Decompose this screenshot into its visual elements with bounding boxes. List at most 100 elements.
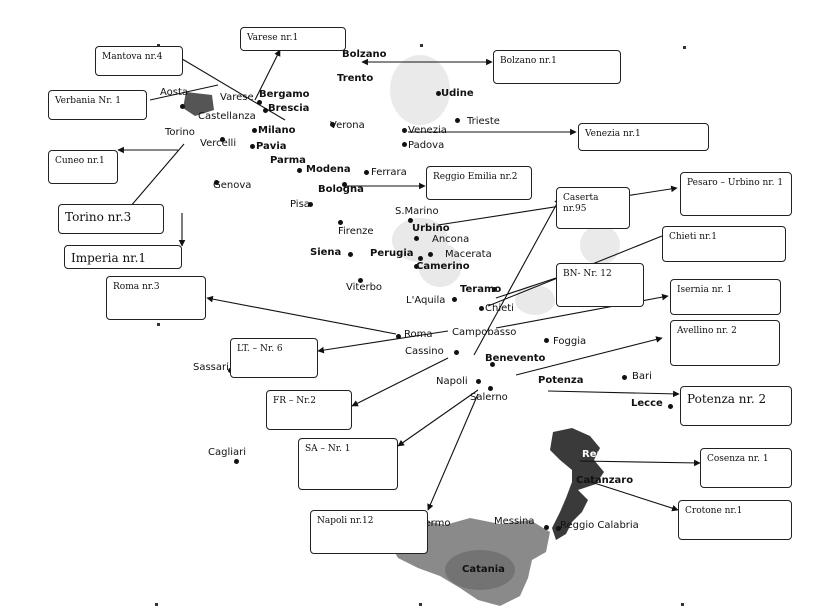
box-venezia: Venezia nr.1: [578, 123, 709, 151]
box-lt: LT. – Nr. 6: [230, 338, 318, 378]
box-roma: Roma nr.3: [106, 276, 206, 320]
city-label-sassari: Sassari: [193, 362, 229, 373]
corner-mark: [157, 323, 160, 326]
city-label-salerno: Salerno: [470, 392, 508, 403]
city-label-benevento: Benevento: [485, 353, 546, 364]
city-dot: [250, 144, 255, 149]
city-dot: [454, 350, 459, 355]
city-label-potenza: Potenza: [538, 375, 584, 386]
city-dot: [358, 278, 363, 283]
city-dot: [488, 386, 493, 391]
box-crotone: Crotone nr.1: [678, 500, 792, 540]
city-label-parma: Parma: [270, 155, 306, 166]
city-dot: [338, 220, 343, 225]
city-label-laquila: L'Aquila: [406, 295, 446, 306]
box-pesaro-urbino: Pesaro – Urbino nr. 1: [680, 172, 792, 216]
city-label-camerino: Camerino: [416, 261, 470, 272]
city-dot: [476, 379, 481, 384]
corner-mark: [683, 46, 686, 49]
city-label-roma: Roma: [404, 329, 433, 340]
city-label-bergamo: Bergamo: [259, 89, 310, 100]
city-label-napoli: Napoli: [436, 376, 468, 387]
city-label-bologna: Bologna: [318, 184, 364, 195]
city-label-viterbo: Viterbo: [346, 282, 383, 293]
box-potenza: Potenza nr. 2: [680, 386, 792, 426]
city-label-verona: Verona: [330, 120, 365, 131]
city-label-firenze: Firenze: [338, 226, 374, 237]
city-label-aosta: Aosta: [160, 87, 189, 98]
box-bn: BN- Nr. 12: [556, 263, 644, 307]
city-dot: [452, 297, 457, 302]
city-dot: [414, 264, 419, 269]
city-dot: [402, 128, 407, 133]
city-label-cassino: Cassino: [405, 346, 444, 357]
city-label-bolzano: Bolzano: [342, 49, 387, 60]
box-varese: Varese nr.1: [240, 27, 346, 51]
city-dot: [402, 142, 407, 147]
city-label-bari: Bari: [632, 371, 652, 382]
box-cuneo: Cuneo nr.1: [48, 150, 118, 184]
city-label-urbino: Urbino: [412, 223, 450, 234]
city-dot: [180, 104, 185, 109]
city-dot: [455, 118, 460, 123]
city-dot: [257, 100, 262, 105]
city-dot: [544, 338, 549, 343]
city-label-chieti: Chieti: [485, 303, 514, 314]
city-label-perugia: Perugia: [370, 248, 414, 259]
box-imperia: Imperia nr.1: [64, 245, 182, 269]
city-label-palermo: Palermo: [410, 518, 451, 529]
city-dot: [479, 306, 484, 311]
box-verbania: Verbania Nr. 1: [48, 90, 147, 120]
city-label-vercelli: Vercelli: [200, 138, 237, 149]
calabria-region: [550, 428, 604, 540]
box-mantova: Mantova nr.4: [95, 46, 183, 76]
city-label-trento: Trento: [337, 73, 374, 84]
city-label-modena: Modena: [306, 164, 351, 175]
city-dot: [252, 128, 257, 133]
city-dot: [348, 252, 353, 257]
box-fr: FR – Nr.2: [266, 390, 352, 430]
city-dot: [490, 362, 495, 367]
corner-mark: [155, 603, 158, 606]
city-label-messina: Messina: [494, 516, 535, 527]
city-label-ferrara: Ferrara: [371, 167, 407, 178]
city-dot: [492, 287, 497, 292]
city-label-cagliari: Cagliari: [208, 447, 247, 458]
city-label-rende: Rende: [582, 449, 618, 460]
city-dot: [214, 180, 219, 185]
city-label-campobasso: Campobasso: [452, 327, 517, 338]
connector-lines: [117, 49, 701, 512]
city-dot: [544, 525, 549, 530]
box-bolzano: Bolzano nr.1: [493, 50, 621, 84]
city-label-catania: Catania: [462, 564, 505, 575]
city-label-trieste: Trieste: [467, 116, 500, 127]
city-label-foggia: Foggia: [553, 336, 587, 347]
city-label-udine: Udine: [441, 88, 474, 99]
city-label-catanzaro: Catanzaro: [576, 475, 634, 486]
city-dot: [396, 334, 401, 339]
city-dot: [414, 236, 419, 241]
box-caserta: Caserta nr.95: [556, 187, 630, 229]
city-label-macerata: Macerata: [445, 249, 492, 260]
city-dot: [622, 375, 627, 380]
city-label-varese: Varese: [220, 92, 254, 103]
city-label-smarino: S.Marino: [395, 206, 439, 217]
city-dot: [263, 108, 268, 113]
map-shading: [390, 55, 620, 315]
city-dot: [668, 404, 673, 409]
city-label-siena: Siena: [310, 247, 342, 258]
box-avellino: Avellino nr. 2: [670, 320, 780, 366]
corner-mark: [681, 603, 684, 606]
box-cosenza: Cosenza nr. 1: [700, 448, 792, 488]
corner-mark: [419, 603, 422, 606]
city-label-teramo: Teramo: [460, 284, 502, 295]
city-label-padova: Padova: [408, 140, 445, 151]
city-dot: [428, 252, 433, 257]
aosta-region: [183, 92, 214, 116]
city-dot: [308, 202, 313, 207]
city-label-ancona: Ancona: [432, 234, 470, 245]
box-torino: Torino nr.3: [58, 204, 164, 234]
city-dot: [342, 182, 347, 187]
box-sa: SA – Nr. 1: [298, 438, 398, 490]
